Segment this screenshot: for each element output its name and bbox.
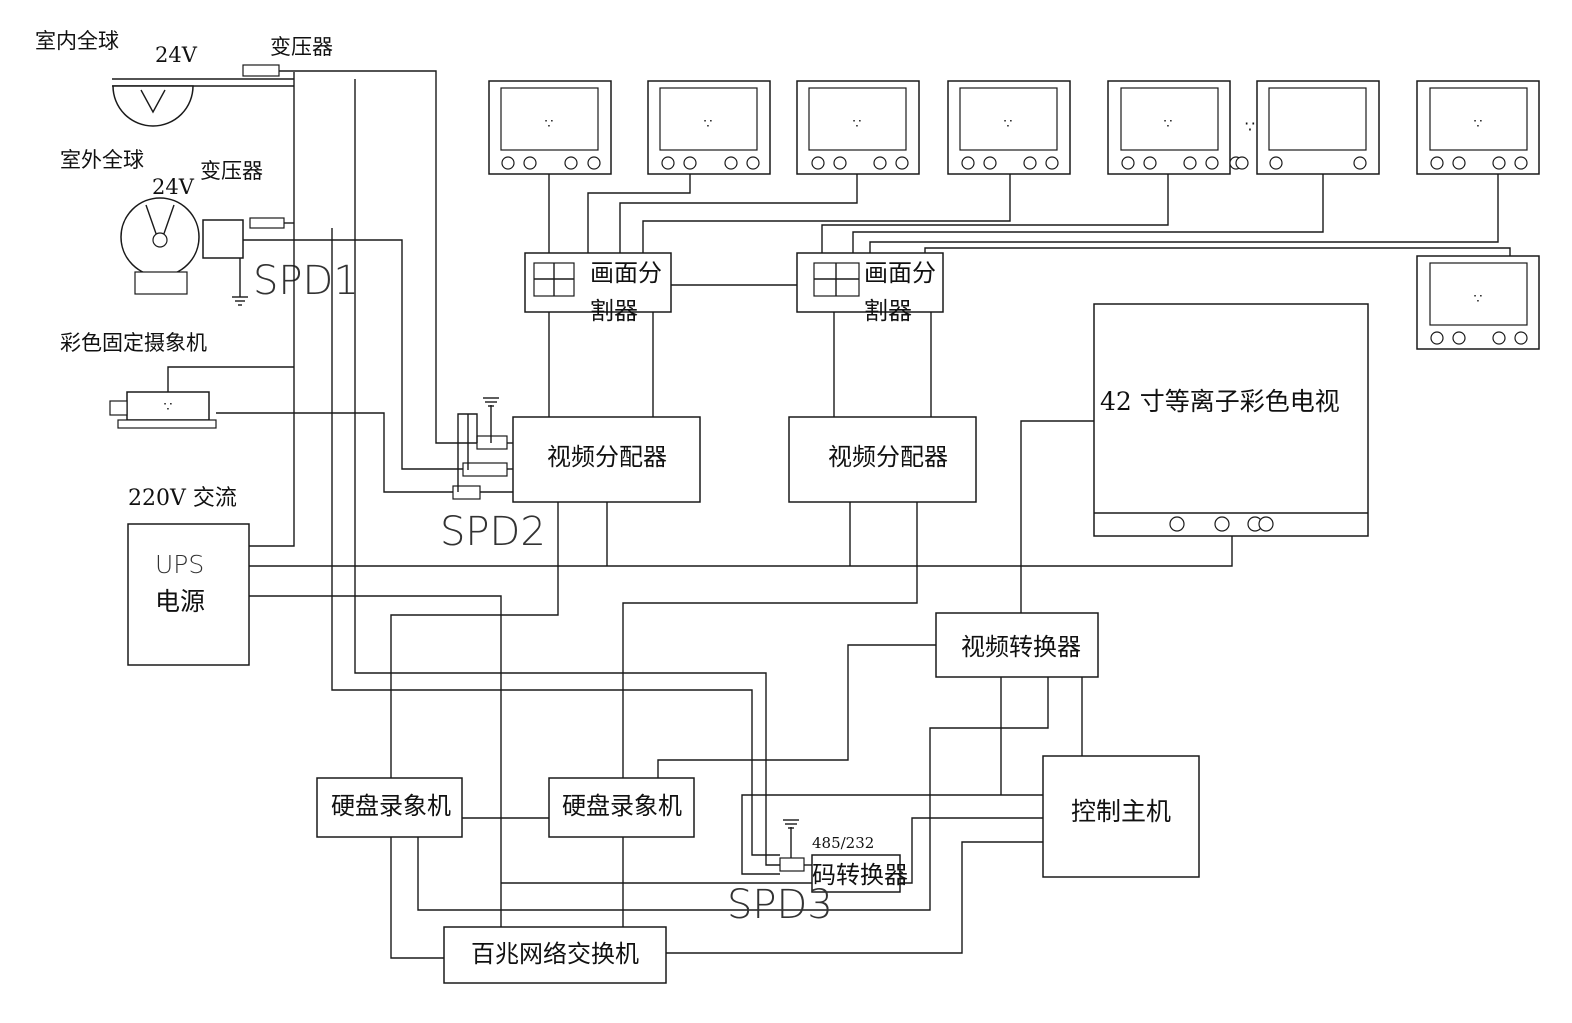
monitor-6 [1256, 80, 1380, 175]
ups-power: UPS 电源 220V 交流 [127, 486, 250, 666]
monitor-3: ∵ [796, 80, 920, 175]
video-converter: 视频转换器 [935, 612, 1099, 678]
network-switch-label: 百兆网络交换机 [471, 940, 639, 968]
ups-label-line2: 电源 [155, 587, 205, 616]
fixed-camera-video-line [216, 412, 453, 493]
outdoor-dome-label: 室外全球 [60, 148, 144, 172]
video-distributor-1: 视频分配器 [512, 416, 701, 503]
ups-label-line1: UPS [155, 550, 204, 579]
spd1-label: SPD1 [253, 258, 359, 304]
indoor-dome-camera: 室内全球 24V 变压器 [35, 29, 333, 127]
dvr-1-label: 硬盘录象机 [331, 792, 451, 820]
video-converter-label: 视频转换器 [961, 633, 1081, 661]
dvr-1: 硬盘录象机 [316, 777, 463, 838]
control-host: 控制主机 [1042, 755, 1200, 878]
ac220-label: 220V 交流 [128, 486, 237, 511]
fixed-camera-label: 彩色固定摄象机 [60, 331, 207, 355]
monitor-4: ∵ [947, 80, 1071, 175]
control-host-label: 控制主机 [1071, 797, 1171, 826]
splitter-2-label-line2: 割器 [864, 297, 912, 325]
splitter-1: 画面分 割器 [524, 252, 672, 325]
plasma-tv-label: 42 寸等离子彩色电视 [1100, 387, 1340, 416]
fixed-color-camera: ∵ 彩色固定摄象机 [60, 331, 294, 429]
indoor-video-line [279, 70, 477, 444]
outdoor-video-line [243, 239, 463, 470]
monitor-dots: ∵ [853, 116, 862, 132]
monitor-dots: ∵ [1474, 116, 1483, 132]
power-bus [249, 72, 295, 547]
code-converter-top-label: 485/232 [812, 834, 874, 852]
monitor-dots: ∵ [1004, 116, 1013, 132]
monitor-7: ∵ [1416, 80, 1540, 175]
monitor-8: ∵ [1416, 255, 1540, 350]
dvr-2-label: 硬盘录象机 [562, 792, 682, 820]
distributor-splitter-wiring [548, 312, 932, 417]
network-switch: 百兆网络交换机 [443, 926, 667, 984]
transformer-1-label: 变压器 [270, 35, 333, 59]
outdoor-dome-camera: 室外全球 24V 变压器 SPD1 [60, 148, 359, 306]
monitor-gap-dots: ∵ [1245, 117, 1255, 136]
indoor-control-line [354, 79, 780, 866]
monitor-dots: ∵ [1164, 116, 1173, 132]
video-distributor-1-label: 视频分配器 [547, 443, 667, 471]
splitter-2-label-line1: 画面分 [864, 259, 936, 287]
code-converter: 485/232 码转换器 SPD3 [727, 819, 908, 928]
video-distributor-2: 视频分配器 [788, 416, 977, 503]
spd3-label: SPD3 [727, 882, 833, 928]
monitor-2: ∵ [647, 80, 771, 175]
outdoor-24v-label: 24V [152, 175, 195, 199]
outdoor-control-line [331, 228, 780, 856]
code-converter-label: 码转换器 [812, 861, 908, 889]
plasma-tv: 42 寸等离子彩色电视 [1093, 303, 1369, 537]
dvr-2: 硬盘录象机 [548, 777, 695, 838]
indoor-24v-label: 24V [155, 43, 198, 67]
splitter-2: 画面分 割器 [796, 252, 944, 325]
splitter-1-label-line2: 割器 [590, 297, 638, 325]
camera-dots: ∵ [164, 399, 173, 415]
indoor-dome-label: 室内全球 [35, 29, 119, 53]
lower-wiring [249, 420, 1233, 959]
monitor-wiring [548, 174, 1511, 256]
monitor-5: ∵ [1107, 80, 1249, 175]
monitor-dots: ∵ [545, 116, 554, 132]
monitor-1: ∵ [488, 80, 612, 175]
splitter-1-label-line1: 画面分 [590, 259, 662, 287]
transformer-2-label: 变压器 [200, 159, 263, 183]
monitor-dots: ∵ [1474, 291, 1483, 307]
video-distributor-2-label: 视频分配器 [828, 443, 948, 471]
spd2-group: SPD2 [440, 397, 546, 555]
monitor-dots: ∵ [704, 116, 713, 132]
spd2-label: SPD2 [440, 509, 546, 555]
